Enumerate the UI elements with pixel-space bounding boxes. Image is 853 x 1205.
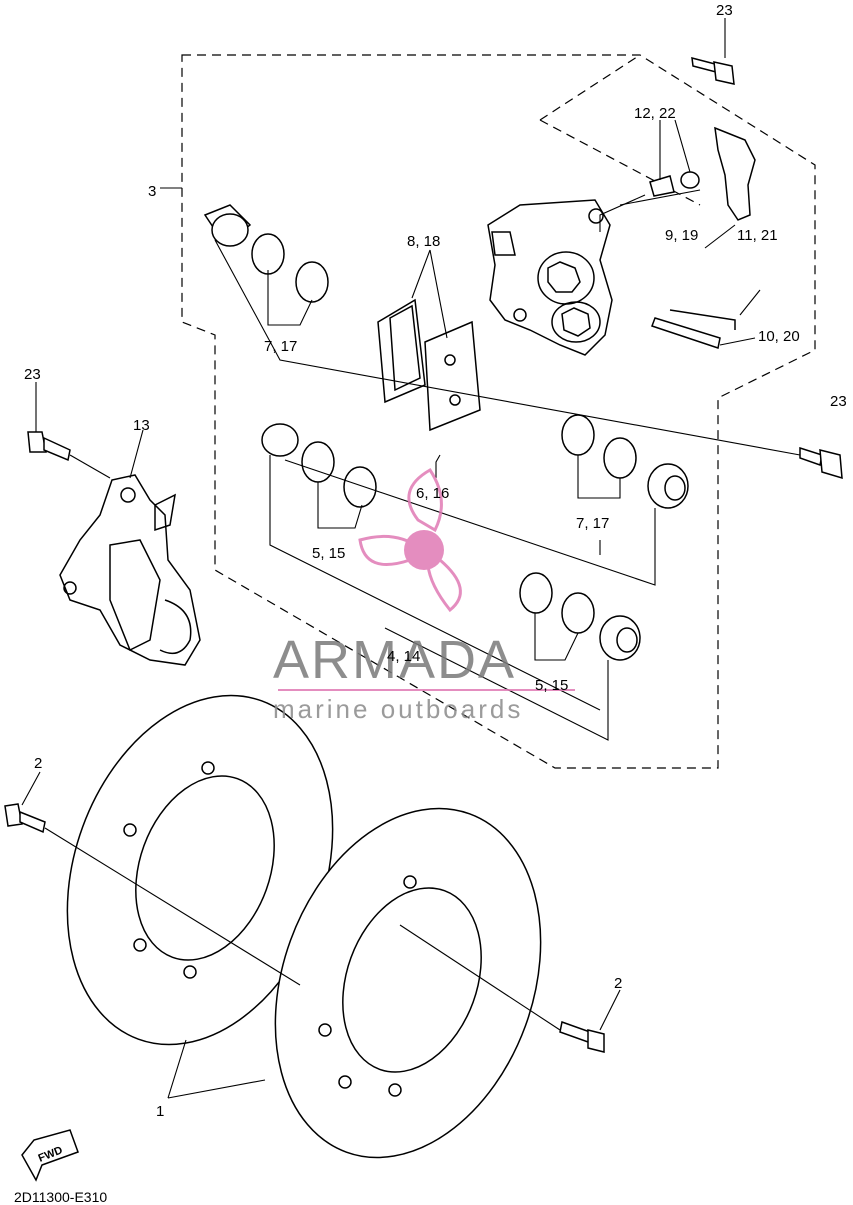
fwd-arrow-icon: FWD (21, 1129, 79, 1182)
label-4-14: 4, 14 (387, 648, 420, 665)
diagram-code: 2D11300-E310 (14, 1189, 107, 1205)
piston-mid-right (647, 463, 689, 509)
pad-spring (714, 126, 756, 221)
seal-ring (561, 592, 595, 634)
bolt-23-right (799, 446, 843, 480)
seal-ring (295, 261, 329, 303)
caliper-body-left (59, 474, 201, 666)
brake-disc-right (274, 807, 542, 1159)
label-12-22: 12, 22 (634, 105, 676, 122)
caliper-body-right (487, 199, 613, 356)
watermark-title: ARMADA (273, 630, 516, 690)
label-5-15-bottom: 5, 15 (535, 677, 568, 694)
leader-lines (21, 18, 801, 1099)
watermark-subtitle: marine outboards (273, 694, 523, 724)
label-3: 3 (148, 183, 156, 200)
seal-ring (561, 414, 595, 456)
piston-mid-left (261, 423, 299, 457)
disc-bolt-left (4, 803, 46, 834)
brake-pad-pair (377, 298, 481, 432)
seal-ring (251, 233, 285, 275)
label-2-left: 2 (34, 755, 42, 772)
label-5-15-mid: 5, 15 (312, 545, 345, 562)
label-7-17-right: 7, 17 (576, 515, 609, 532)
label-10-20: 10, 20 (758, 328, 800, 345)
label-2-right: 2 (614, 975, 622, 992)
pad-pin (651, 309, 736, 349)
label-23-top: 23 (716, 2, 733, 19)
label-13: 13 (133, 417, 150, 434)
seal-ring (343, 466, 377, 508)
seal-ring (519, 572, 553, 614)
disc-bolt-right (559, 1021, 605, 1053)
bolt-23-left (27, 431, 71, 462)
caliper-assembly-boundary (181, 54, 816, 769)
label-6-16: 6, 16 (416, 485, 449, 502)
propeller-logo (358, 468, 462, 613)
label-1: 1 (156, 1103, 164, 1120)
label-7-17-top: 7, 17 (264, 338, 297, 355)
label-8-18: 8, 18 (407, 233, 440, 250)
seal-ring (603, 437, 637, 479)
seal-ring (301, 441, 335, 483)
armada-watermark: ARMADA marine outboards (273, 468, 575, 724)
label-9-19: 9, 19 (665, 227, 698, 244)
bolt-23-top (691, 56, 735, 85)
label-11-21: 11, 21 (737, 227, 778, 244)
piston-top (203, 204, 252, 247)
label-23-right: 23 (830, 393, 847, 410)
piston-bottom (599, 615, 641, 661)
label-23-left: 23 (24, 366, 41, 383)
bleeder-screw (649, 171, 700, 197)
